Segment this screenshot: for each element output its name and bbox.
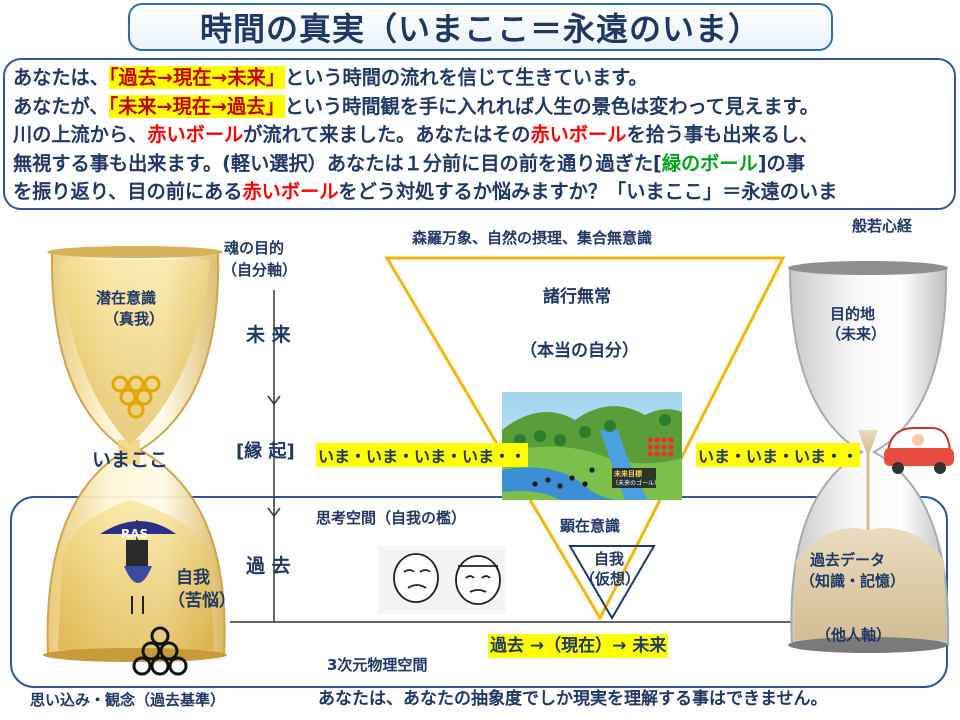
small-inverted-triangle (568, 545, 656, 620)
intro-line-4: 無視する事も出来ます。(軽い選択）あなたは１分前に目の前を通り過ぎた[緑のボール… (13, 151, 805, 175)
ego-false-label: 自我 (594, 550, 625, 568)
shogyo-label: 諸行無常 (543, 287, 611, 307)
soul-purpose-label: 魂の目的 (224, 239, 285, 257)
big-inverted-triangle (384, 256, 786, 622)
shinra-label: 森羅万象、自然の摂理、集合無意識 (412, 229, 653, 247)
other-axis-label: （他人軸） (816, 626, 892, 644)
engi-label: [縁 起] (236, 441, 295, 462)
worried-characters (378, 546, 506, 614)
destination-sub-label: （未来） (826, 325, 887, 343)
beliefs-label: 思い込み・観念（過去基準） (30, 691, 226, 709)
intro-line-1: あなたは、「過去→現在→未来」という時間の流れを信じて生きています。 (13, 66, 648, 89)
river-landscape-image (502, 392, 682, 500)
hannya-label: 般若心経 (852, 217, 913, 235)
black-circles-lower (132, 626, 188, 676)
sign-sub-label: （未来のゴール） (612, 480, 661, 487)
intro-line-5: を振り返り、目の前にある赤いボールをどう対処するか悩みますか？「いまここ」＝永遠… (13, 180, 838, 204)
time-axis-vertical (267, 290, 281, 622)
flow-bar: 過去 →（現在）→ 未来 (488, 634, 669, 658)
destination-label: 目的地 (830, 305, 876, 323)
imakoko-label: いまここ (92, 449, 169, 471)
ras-label: RAS (121, 527, 149, 541)
ego-false-sub-label: （仮想） (580, 570, 641, 588)
sign-label: 未来目標 (614, 470, 642, 478)
true-self-label: （本当の自分） (520, 341, 639, 361)
imama-right-bar: いま・いま・いま・・ (696, 443, 861, 467)
kenzai-label: 顕在意識 (560, 517, 621, 535)
abstraction-caption: あなたは、あなたの抽象度でしか現実を理解する事はできません。 (318, 689, 828, 709)
title-box: 時間の真実（いまここ＝永遠のいま） (128, 3, 833, 51)
ego-suffer-label: 自我 (176, 568, 210, 588)
past-data-label: 過去データ (810, 551, 886, 569)
intro-box: あなたは、「過去→現在→未来」という時間の流れを信じて生きています。 あなたが、… (3, 58, 956, 210)
car-icon (884, 427, 954, 474)
imama-left-bar: いま・いま・いま・いま・・ (316, 443, 529, 467)
senzai-sub-label: （真我） (104, 310, 165, 328)
past-data-sub-label: （知識・記憶） (800, 572, 906, 590)
girl-figure (100, 520, 176, 614)
intro-line-2: あなたが、「未来→現在→過去」という時間観を手に入れれば人生の景色は変わって見え… (13, 94, 819, 118)
ego-suffer-sub-label: （苦悩） (168, 591, 236, 611)
future-label: 未 来 (246, 324, 291, 346)
intro-line-3: 川の上流から、赤いボールが流れて来ました。あなたはその赤いボールを拾う事も出来る… (13, 123, 819, 147)
past-label: 過 去 (246, 555, 291, 577)
self-axis-label: （自分軸） (222, 261, 298, 279)
gold-circles-upper (111, 375, 161, 419)
senzai-label: 潜在意識 (96, 289, 157, 307)
right-hourglass (788, 261, 950, 653)
page-title: 時間の真実（いまここ＝永遠のいま） (199, 10, 761, 48)
thought-space-label: 思考空間（自我の檻） (316, 509, 467, 527)
physical-space-label: 3次元物理空間 (327, 656, 428, 674)
